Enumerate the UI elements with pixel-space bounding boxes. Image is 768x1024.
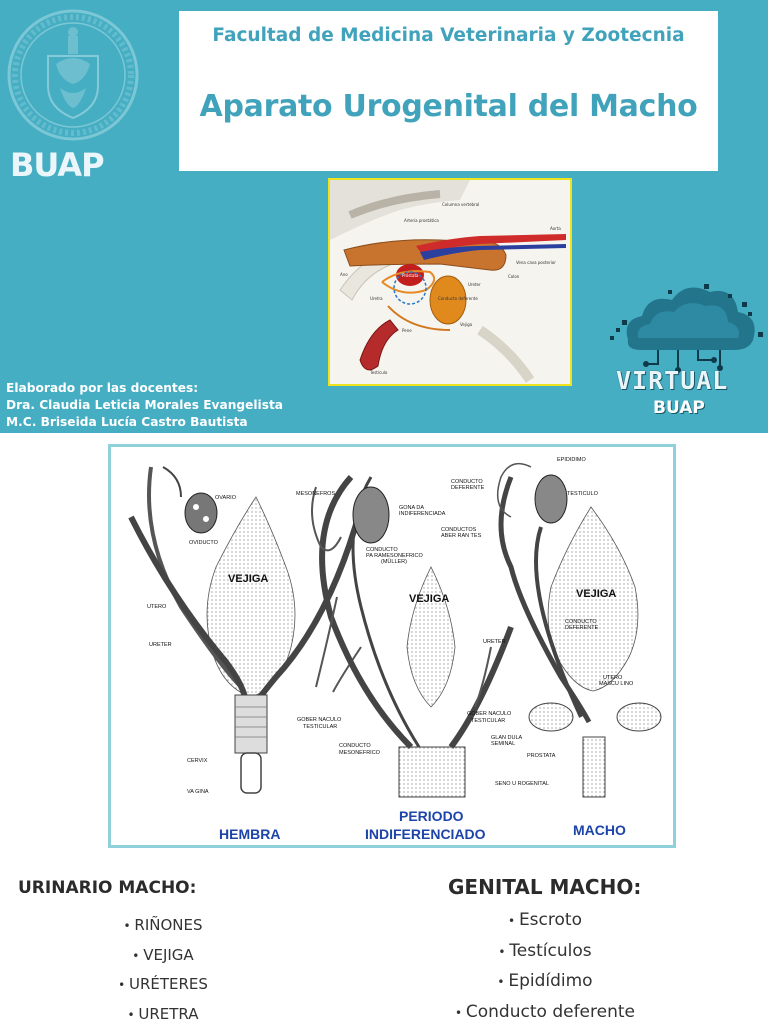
virtual-logo-text: VIRTUAL [616, 366, 729, 395]
urinario-heading: URINARIO MACHO: [18, 878, 197, 898]
aberrantes-label-2: ABER RAN TES [441, 533, 482, 539]
mesonefrico-label-2: MESONEFRICO [339, 750, 381, 756]
virtual-cloud-icon [610, 284, 763, 373]
hero-banner: BUAP Facultad de Medicina Veterinaria y … [0, 0, 768, 433]
list-item: • RIÑONES [123, 916, 203, 934]
label-conducto: Conducto deferente [438, 296, 478, 301]
label-prostata: Próstata [402, 273, 419, 278]
seno-label: SENO U ROGENITAL [495, 781, 549, 787]
list-item: • Epidídimo [497, 971, 593, 991]
authors-intro: Elaborado por las docentes: [6, 381, 199, 395]
glandula-label-1: GLAN DULA [491, 735, 523, 741]
utero-m-label-2: MASCU LINO [599, 681, 634, 687]
genital-list: • Escroto • Testículos • Epidídimo • Con… [440, 910, 650, 1024]
list-item: • Escroto [508, 910, 582, 930]
urinario-list: • RIÑONES • VEJIGA • URÉTERES • URETRA [98, 916, 228, 1024]
aberrantes-label-1: CONDUCTOS [441, 527, 477, 533]
indiferenciado-diagram: VEJIGA MESONEFROS GONA DA INDIFERENCIADA… [296, 474, 514, 842]
embryology-diagram: VEJIGA OVARIO OVIDUCTO UTERO URETER CERV… [108, 444, 676, 848]
macho-ureter-label: URETER [483, 639, 506, 645]
vagina-label: VA GINA [187, 789, 209, 795]
title-card: Facultad de Medicina Veterinaria y Zoote… [179, 11, 718, 171]
macho-gobernaculo-label-2: TESTICULAR [471, 718, 505, 724]
faculty-name: Facultad de Medicina Veterinaria y Zoote… [212, 25, 685, 46]
anatomy-illustration: Columna vertebral Arteria prostática Aor… [328, 178, 572, 386]
genital-heading: GENITAL MACHO: [448, 875, 642, 899]
paramesonefrico-label-2: PA RAMESONEFRICO [366, 553, 423, 559]
paramesonefrico-label-3: (MÜLLER) [381, 558, 407, 565]
label-vena: Vena cava posterior [516, 260, 556, 265]
label-ano: Ano [340, 272, 348, 277]
university-seal-icon [7, 9, 139, 141]
oviducto-label: OVIDUCTO [189, 540, 219, 546]
list-item: • Testículos [498, 940, 592, 961]
list-item: • URETRA [127, 1004, 199, 1023]
testiculo-label: TESTICULO [567, 491, 599, 497]
list-item: • VEJIGA [132, 945, 194, 964]
author-1: Dra. Claudia Leticia Morales Evangelista [6, 398, 284, 412]
mesonefrico-label-1: CONDUCTO [339, 743, 371, 749]
label-arteria: Arteria prostática [404, 218, 439, 223]
list-item: • URÉTERES [118, 975, 208, 993]
hembra-ureter-label: URETER [149, 642, 172, 648]
macho-caption: MACHO [573, 822, 626, 838]
indif-caption-1: PERIODO [399, 808, 464, 824]
label-aorta: Aorta [550, 226, 561, 231]
paramesonefrico-label-1: CONDUCTO [366, 547, 398, 553]
indif-vejiga-label: VEJIGA [409, 593, 449, 605]
deferente-b-label-2: DEFERENTE [565, 625, 599, 631]
indif-gobernaculo-label-1: GOBER NACULO [297, 717, 342, 723]
label-columna: Columna vertebral [442, 202, 479, 207]
author-2: M.C. Briseida Lucía Castro Bautista [6, 415, 248, 429]
glandula-label-2: SEMINAL [491, 741, 515, 747]
virtual-logo-sub: BUAP [653, 398, 705, 418]
hembra-diagram: VEJIGA OVARIO OVIDUCTO UTERO URETER CERV… [128, 466, 364, 842]
utero-label: UTERO [147, 604, 167, 610]
deferente-label-2: DEFERENTE [451, 485, 485, 491]
macho-diagram: VEJIGA EPIDIDIMO CONDUCTO DEFERENTE TEST… [441, 457, 662, 838]
page-title: Aparato Urogenital del Macho [199, 89, 698, 124]
buap-logo: BUAP [10, 146, 105, 184]
label-pene: Pene [402, 328, 412, 333]
hembra-vejiga-label: VEJIGA [228, 573, 268, 585]
epididimo-label: EPIDIDIMO [557, 457, 586, 463]
indif-caption-2: INDIFERENCIADO [365, 826, 486, 842]
list-item: • Conducto deferente [454, 1001, 635, 1022]
deferente-label-1: CONDUCTO [451, 479, 483, 485]
label-uretra: Uretra [370, 296, 383, 301]
label-colon: Colon [508, 274, 520, 279]
hembra-caption: HEMBRA [219, 826, 280, 842]
organ-lists: URINARIO MACHO: • RIÑONES • VEJIGA • URÉ… [0, 860, 768, 1024]
ovario-label: OVARIO [215, 495, 237, 501]
gonada-label-2: INDIFERENCIADA [399, 511, 446, 517]
macho-vejiga-label: VEJIGA [576, 588, 616, 600]
label-ureter: Ureter [468, 282, 481, 287]
macho-gobernaculo-label-1: GOBER NACULO [467, 711, 512, 717]
gonada-label-1: GONA DA [399, 505, 424, 511]
mesonefros-label: MESONEFROS [296, 491, 335, 497]
cervix-label: CERVIX [187, 758, 208, 764]
indif-gobernaculo-label-2: TESTICULAR [303, 724, 337, 730]
authors-block: Elaborado por las docentes: Dra. Claudia… [6, 380, 283, 431]
deferente-b-label-1: CONDUCTO [565, 619, 597, 625]
label-vejiga: Vejiga [460, 322, 473, 327]
prostata-label: PROSTATA [527, 753, 556, 759]
utero-m-label-1: UTERO [603, 675, 623, 681]
label-testiculo: Testículo [369, 370, 388, 375]
